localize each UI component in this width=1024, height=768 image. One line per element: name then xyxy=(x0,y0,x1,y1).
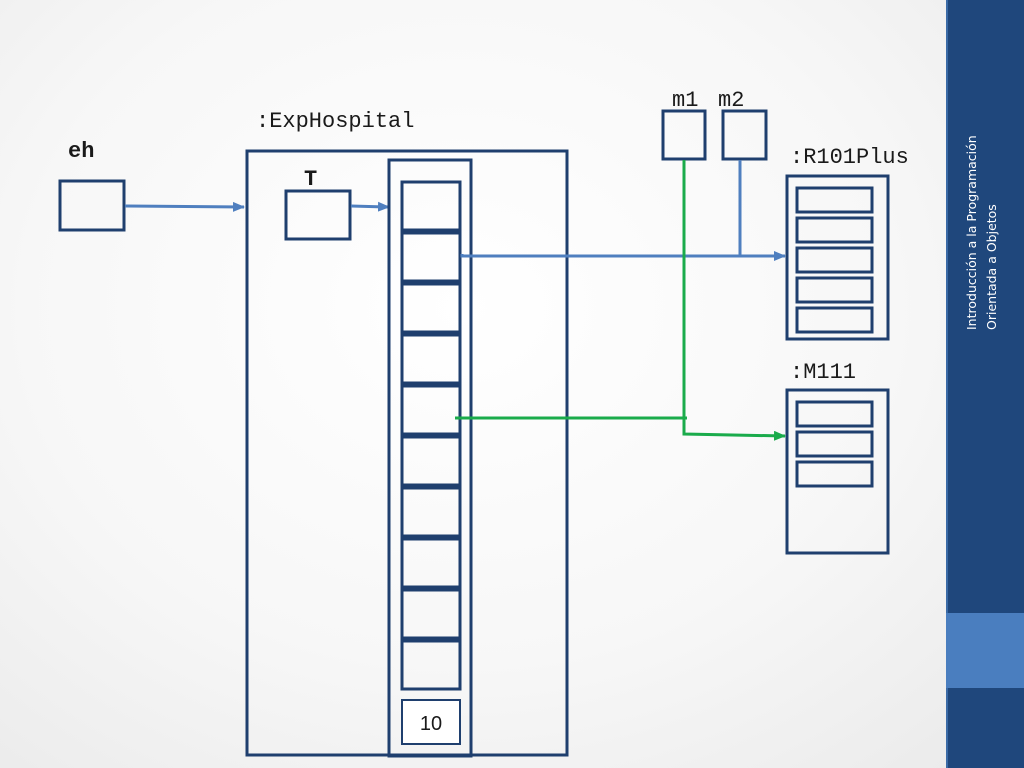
r101plus-field xyxy=(795,246,874,274)
array-cell xyxy=(400,333,462,385)
array-cell xyxy=(400,180,462,232)
r101plus-field xyxy=(795,306,874,334)
field-t-box xyxy=(284,189,352,241)
sidebar-title-line2: Orientada a Objetos xyxy=(984,204,999,330)
arrow-t-to-array xyxy=(350,201,390,212)
object-r101plus xyxy=(785,174,890,341)
array-cell xyxy=(400,384,462,436)
arrow-array-to-r101plus xyxy=(460,251,786,261)
array-length-box xyxy=(401,699,461,745)
r101plus-field xyxy=(795,216,874,244)
object-exphospital xyxy=(245,149,569,757)
var-m1-box xyxy=(661,109,707,161)
label-exphospital: :ExpHospital xyxy=(256,109,414,134)
r101plus-field xyxy=(795,276,874,304)
sidebar-title-line1: Introducción a la Programación xyxy=(964,135,979,330)
sidebar-accent-block xyxy=(946,613,1024,688)
m111-field xyxy=(795,460,874,488)
m111-fields xyxy=(795,400,874,488)
var-eh-box xyxy=(58,179,126,232)
array-container xyxy=(387,158,473,758)
label-m2: m2 xyxy=(718,88,744,113)
array-cell xyxy=(400,282,462,334)
array-length-value: 10 xyxy=(420,713,442,735)
arrow-m1-to-m111 xyxy=(682,160,786,441)
array-cell xyxy=(400,588,462,640)
array-cell xyxy=(400,537,462,589)
label-m111: :M111 xyxy=(790,360,856,385)
object-diagram: eh :ExpHospital T 10 m1 m2 :R101Plus :M1… xyxy=(58,88,909,758)
array-cell xyxy=(400,639,462,691)
m111-field xyxy=(795,400,874,428)
label-m1: m1 xyxy=(672,88,698,113)
object-m111 xyxy=(785,388,890,555)
arrow-eh-to-exphospital xyxy=(124,201,245,212)
label-r101plus: :R101Plus xyxy=(790,145,909,170)
r101plus-field xyxy=(795,186,874,214)
label-eh: eh xyxy=(68,139,94,164)
array-cell xyxy=(400,435,462,487)
r101plus-fields xyxy=(795,186,874,334)
m111-field xyxy=(795,430,874,458)
sidebar-divider xyxy=(946,0,948,768)
array-cell xyxy=(400,486,462,538)
sidebar-title: Introducción a la Programación Orientada… xyxy=(962,70,1002,330)
var-m2-box xyxy=(721,109,768,161)
array-cells xyxy=(400,180,462,691)
label-t: T xyxy=(304,167,317,192)
array-cell xyxy=(400,231,462,283)
